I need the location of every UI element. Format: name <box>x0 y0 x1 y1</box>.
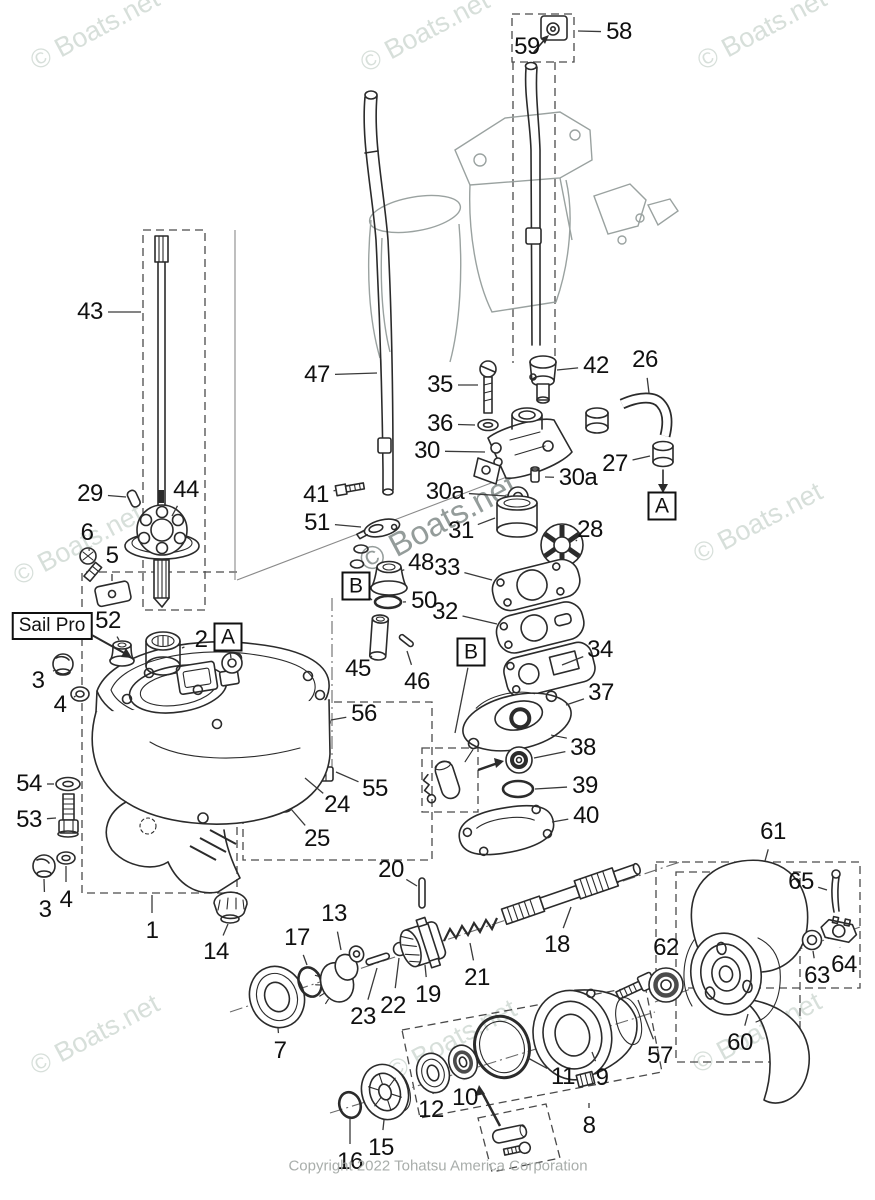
part-callout-9: 9 <box>595 1064 609 1091</box>
part-callout-14: 14 <box>203 938 229 965</box>
part-callout-31: 31 <box>448 517 474 544</box>
part-callout-59: 59 <box>514 33 540 60</box>
part-callout-55: 55 <box>362 775 388 802</box>
part-callout-35: 35 <box>427 371 453 398</box>
part-callout-62: 62 <box>653 934 679 961</box>
part-callout-4: 4 <box>59 886 73 913</box>
ghost-powerhead-art <box>367 111 679 363</box>
part-callout-6: 6 <box>80 519 94 546</box>
part-callout-7: 7 <box>273 1037 287 1064</box>
model-tag-sailpro: Sail Pro <box>11 612 93 640</box>
part-callout-29: 29 <box>77 480 103 507</box>
part-callout-34: 34 <box>587 636 613 663</box>
lower-left-fastener-art <box>32 776 81 878</box>
section-ref-box-B: B <box>456 637 486 667</box>
part-callout-10: 10 <box>452 1084 478 1111</box>
part-callout-18: 18 <box>544 931 570 958</box>
part-callout-57: 57 <box>647 1042 673 1069</box>
copyright-text: Copyright 2022 Tohatsu America Corporati… <box>288 1157 588 1175</box>
part-callout-39: 39 <box>572 772 598 799</box>
section-ref-box-B: B <box>341 571 371 601</box>
part-callout-50: 50 <box>411 587 437 614</box>
part-callout-30: 30 <box>414 437 440 464</box>
part-callout-54: 54 <box>16 770 42 797</box>
part-callout-63: 63 <box>804 962 830 989</box>
drive-shaft-art <box>124 235 200 608</box>
part-callout-38: 38 <box>570 734 596 761</box>
shift-rod-art <box>363 90 394 496</box>
part-callout-3: 3 <box>31 667 45 694</box>
part-callout-26: 26 <box>632 346 658 373</box>
part-callout-45: 45 <box>345 655 371 682</box>
part-callout-53: 53 <box>16 806 42 833</box>
part-callout-30a: 30a <box>425 478 465 505</box>
part-callout-61: 61 <box>760 818 786 845</box>
part-callout-2: 2 <box>194 626 208 653</box>
water-tube-seal-art <box>524 15 568 346</box>
part-callout-22: 22 <box>380 992 406 1019</box>
part-callout-51: 51 <box>304 509 330 536</box>
part-callout-58: 58 <box>606 18 632 45</box>
part-callout-4: 4 <box>53 691 67 718</box>
shift-hardware-art <box>334 482 414 661</box>
part-callout-47: 47 <box>304 361 330 388</box>
propeller-art <box>683 859 858 1104</box>
part-callout-8: 8 <box>582 1112 596 1139</box>
part-callout-15: 15 <box>368 1134 394 1161</box>
part-callout-21: 21 <box>464 964 490 991</box>
part-callout-60: 60 <box>727 1029 753 1056</box>
gearcase-art <box>91 641 331 924</box>
drive-train-art <box>248 862 641 1029</box>
part-callout-1: 1 <box>145 917 159 944</box>
part-callout-23: 23 <box>350 1003 376 1030</box>
model-tag-arrow <box>89 633 132 658</box>
part-callout-42: 42 <box>583 352 609 379</box>
part-callout-36: 36 <box>427 410 453 437</box>
part-callout-32: 32 <box>432 598 458 625</box>
part-callout-17: 17 <box>284 924 310 951</box>
part-callout-48: 48 <box>408 549 434 576</box>
part-callout-56: 56 <box>351 700 377 727</box>
part-callout-25: 25 <box>304 825 330 852</box>
part-callout-46: 46 <box>404 668 430 695</box>
part-callout-20: 20 <box>378 856 404 883</box>
part-callout-33: 33 <box>434 554 460 581</box>
part-callout-28: 28 <box>577 516 603 543</box>
left-fastener-art <box>52 489 181 702</box>
part-callout-19: 19 <box>415 981 441 1008</box>
section-ref-box-A: A <box>647 491 677 521</box>
part-callout-12: 12 <box>418 1096 444 1123</box>
part-callout-5: 5 <box>105 542 119 569</box>
prop-hardware-art <box>615 967 684 1003</box>
part-callout-43: 43 <box>77 298 103 325</box>
part-callout-13: 13 <box>321 900 347 927</box>
part-callout-41: 41 <box>303 481 329 508</box>
part-callout-52: 52 <box>95 607 121 634</box>
pump-housing-art <box>473 355 674 538</box>
part-callout-64: 64 <box>831 951 857 978</box>
part-callout-65: 65 <box>788 868 814 895</box>
section-ref-box-A: A <box>213 622 243 652</box>
part-callout-3: 3 <box>38 896 52 923</box>
part-callout-44: 44 <box>173 476 199 503</box>
part-callout-11: 11 <box>551 1063 575 1090</box>
part-callout-16: 16 <box>337 1148 363 1175</box>
part-callout-30a: 30a <box>558 464 598 491</box>
part-callout-37: 37 <box>588 679 614 706</box>
part-callout-24: 24 <box>324 791 350 818</box>
part-callout-27: 27 <box>602 450 628 477</box>
part-callout-40: 40 <box>573 802 599 829</box>
